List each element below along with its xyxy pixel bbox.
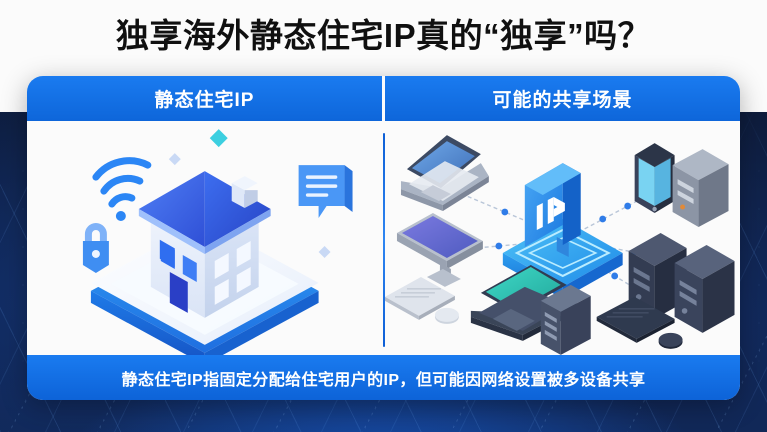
panel-divider xyxy=(382,133,385,347)
desktop-monitor-left xyxy=(396,213,483,287)
central-ip-node xyxy=(502,163,623,299)
panel-header-left: 静态住宅IP xyxy=(27,76,382,121)
sparkle-diamond-icon xyxy=(168,129,331,258)
server-tower-top-right xyxy=(672,149,729,228)
smartphone-top-right xyxy=(634,143,675,214)
comparison-card: 静态住宅IP 可能的共享场景 xyxy=(27,76,740,400)
panel-header-row: 静态住宅IP 可能的共享场景 xyxy=(27,76,740,121)
page-title: 独享海外静态住宅IP真的“独享”吗？ xyxy=(115,17,652,54)
server-tower-bottom-right-b xyxy=(674,244,735,333)
lock-icon xyxy=(82,223,109,273)
mouse-left xyxy=(434,307,459,324)
header-divider xyxy=(382,76,385,121)
laptop-top-left xyxy=(400,135,489,212)
footer-caption: 静态住宅IP指固定分配给住宅用户的IP，但可能因网络设置被多设备共享 xyxy=(27,355,740,400)
wifi-icon xyxy=(92,157,152,222)
mouse-bottom-right xyxy=(658,332,683,349)
panel-right-shared-scenarios xyxy=(384,121,741,355)
panel-header-right: 可能的共享场景 xyxy=(385,76,740,121)
panel-left-static-residential-ip xyxy=(27,121,383,355)
house-body xyxy=(138,171,271,318)
illustration-house xyxy=(27,121,383,355)
keyboard-left xyxy=(384,276,455,320)
panel-body-row xyxy=(27,121,740,355)
chat-bubble-icon xyxy=(298,165,353,219)
server-tower-bottom-center xyxy=(540,284,591,355)
keyboard-bottom-right xyxy=(596,296,675,343)
illustration-network xyxy=(384,121,741,355)
